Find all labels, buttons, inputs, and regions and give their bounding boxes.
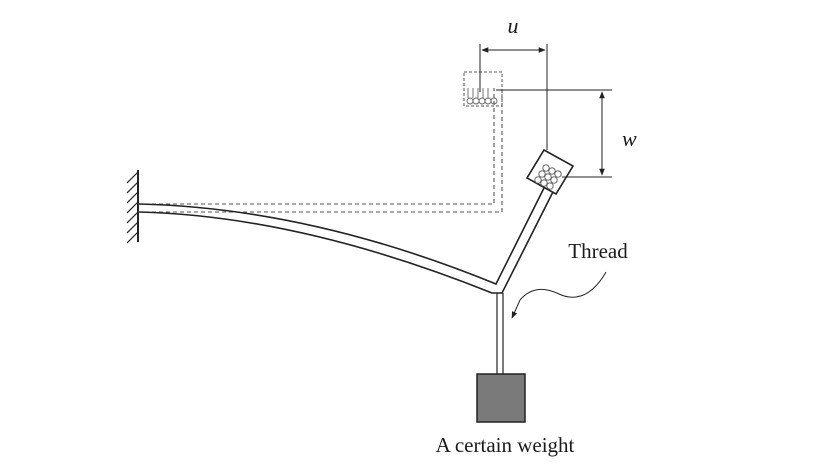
deformed-tip-box <box>525 148 575 196</box>
u-dimension <box>479 44 548 150</box>
weight-label: A certain weight <box>436 433 575 457</box>
thread-label: Thread <box>568 239 628 263</box>
thread <box>496 293 504 374</box>
weight-block <box>476 373 526 423</box>
w-label: w <box>622 126 637 151</box>
wall-support <box>126 170 139 244</box>
deformed-beam <box>138 173 561 294</box>
u-label: u <box>508 13 519 38</box>
undeformed-beam <box>138 88 503 213</box>
undeformed-tip-box <box>463 71 503 107</box>
thread-leader-line <box>511 271 607 319</box>
w-dimension <box>496 89 612 178</box>
